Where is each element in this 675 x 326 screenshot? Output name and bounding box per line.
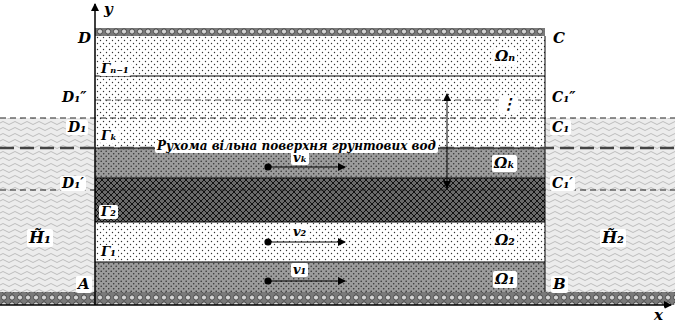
ellipsis-mark: ⋮ [499,96,518,113]
soil-layer: Ω₁ v₁ [95,262,545,292]
boundary-label: Γₙ₋₁ [99,62,131,76]
velocity-label: vₖ [291,151,309,165]
soil-layer: Ωₙ [95,36,545,76]
corner-label: D [76,30,93,47]
soil-layer: Ω₂ v₂ [95,222,545,262]
layer-label: H̃₁ [27,229,53,247]
level-label: C₁″ [550,90,578,105]
corner-label: B [551,276,568,293]
level-label: C₁ [550,120,571,135]
groundwater-region: H̃₂ [545,118,675,292]
level-label: D₁ [66,120,88,135]
level-label: C₁′ [550,176,575,191]
axis-label: x [652,307,665,324]
layer-label: Ω₂ [493,232,517,249]
surface-note: Рухома вільна поверхня грунтових вод [155,140,438,153]
velocity-label: v₂ [291,225,308,239]
boundary-label: Γ₂ [99,205,118,219]
boundary-label: Γ₁ [99,245,118,259]
layer-label: Ωₙ [493,48,517,65]
layer-label: H̃₂ [600,229,626,247]
layer-label: Ω₁ [493,271,517,288]
groundwater-region: H̃₁ [0,118,95,292]
velocity-label: v₁ [291,263,308,277]
corner-label: A [76,276,92,293]
corner-label: C [551,30,567,47]
axis-label: y [102,1,115,18]
boundary-label: Γₖ [99,129,119,143]
layer-label: Ωₖ [492,155,517,172]
level-label: D₁″ [60,90,89,105]
level-label: D₁′ [60,176,86,191]
